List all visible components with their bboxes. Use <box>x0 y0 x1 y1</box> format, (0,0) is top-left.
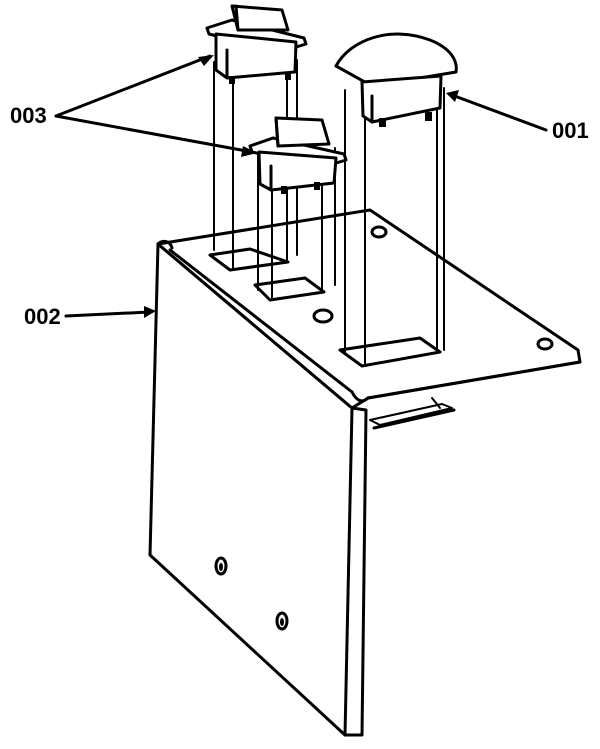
leader-arrows <box>54 54 548 318</box>
switch-003-lower <box>248 116 348 194</box>
switch-003-upper <box>205 4 308 84</box>
label-001: 001 <box>552 118 589 143</box>
label-002: 002 <box>24 304 61 329</box>
bracket-002 <box>148 208 582 737</box>
label-003: 003 <box>10 103 47 128</box>
switch-001 <box>334 32 458 127</box>
